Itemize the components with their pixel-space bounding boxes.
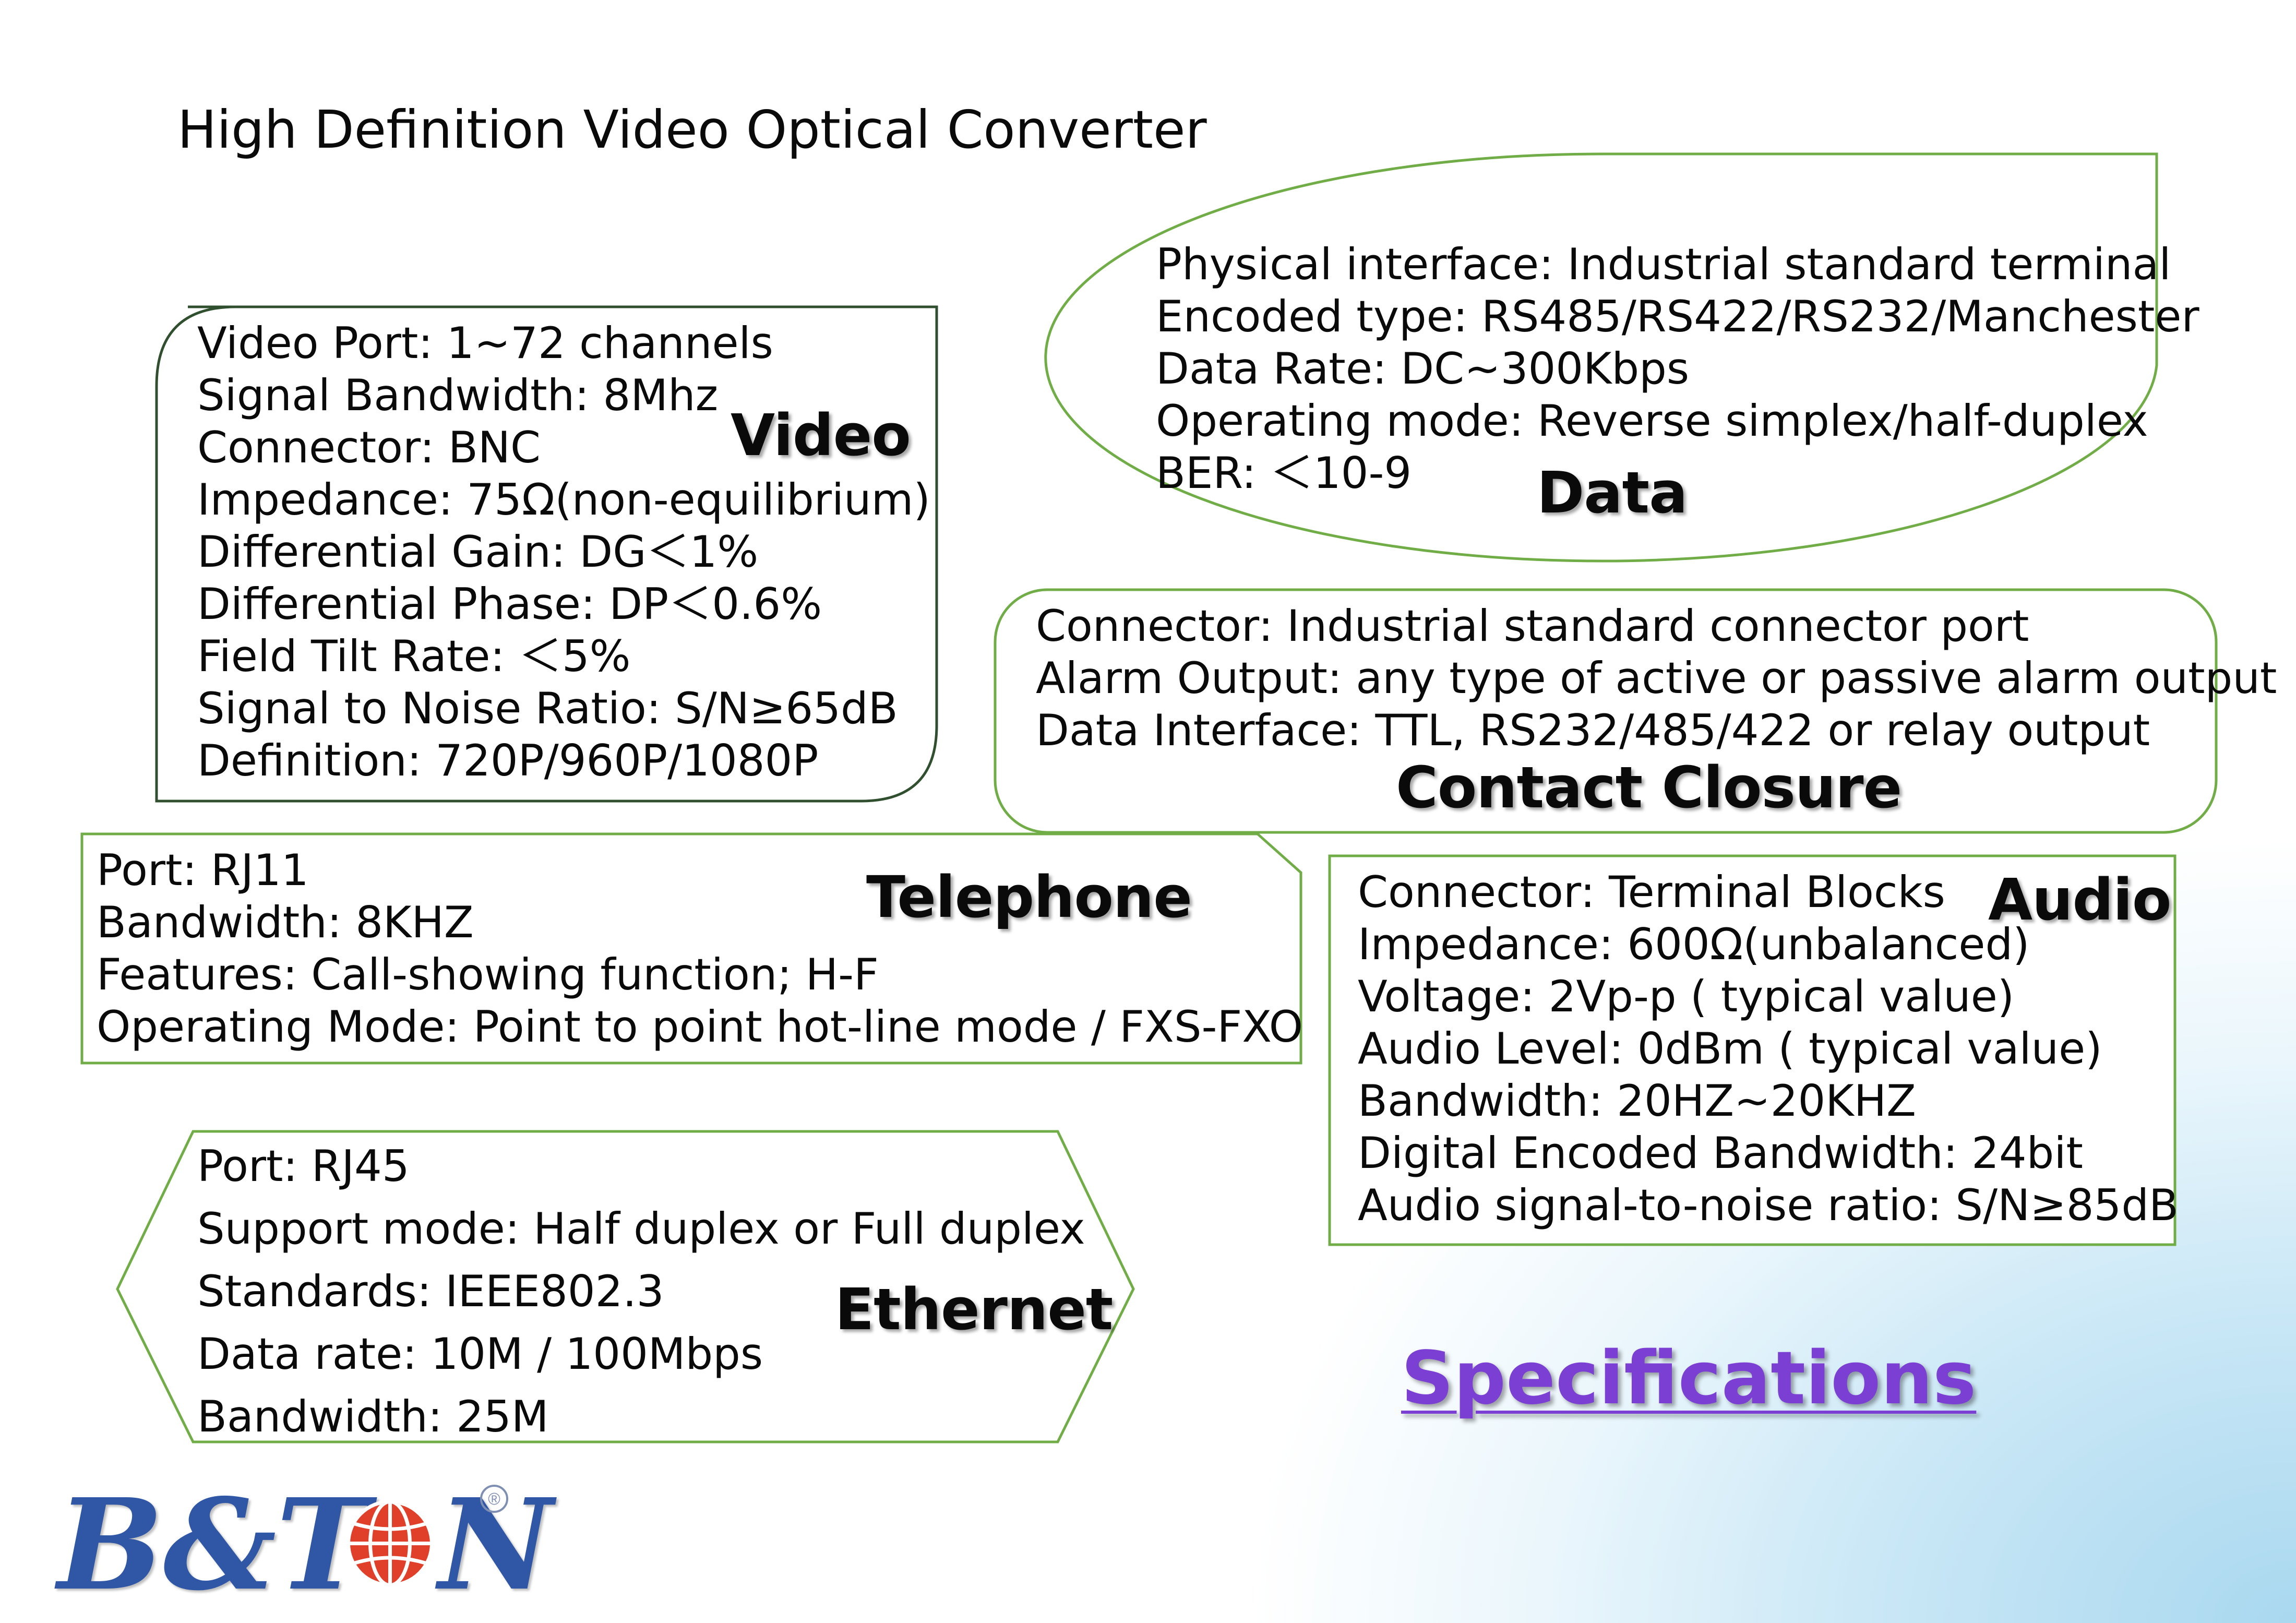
ethernet-spec-line: Standards: IEEE802.3 bbox=[197, 1266, 664, 1317]
telephone-box bbox=[80, 832, 1302, 1065]
ethernet-spec-line: Port: RJ45 bbox=[197, 1141, 410, 1191]
audio-spec-line: Connector: Terminal Blocks bbox=[1358, 867, 1945, 917]
audio-spec-line: Impedance: 600Ω(unbalanced) bbox=[1358, 919, 2030, 970]
audio-spec-line: Digital Encoded Bandwidth: 24bit bbox=[1358, 1128, 2083, 1178]
audio-heading: Audio bbox=[1988, 866, 2171, 933]
video-spec-line: Signal to Noise Ratio: S/N≥65dB bbox=[197, 683, 898, 734]
video-spec-line: Definition: 720P/960P/1080P bbox=[197, 735, 819, 786]
data-spec-line: Physical interface: Industrial standard … bbox=[1156, 239, 2171, 290]
ethernet-spec-line: Data rate: 10M / 100Mbps bbox=[197, 1329, 763, 1379]
video-spec-line: Video Port: 1~72 channels bbox=[197, 318, 773, 368]
data-heading: Data bbox=[1537, 459, 1688, 526]
logo-text-left: B&T bbox=[57, 1471, 370, 1618]
audio-spec-line: Bandwidth: 20HZ~20KHZ bbox=[1358, 1076, 1916, 1126]
ethernet-hexagon bbox=[116, 1130, 1135, 1443]
page-title: High Definition Video Optical Converter bbox=[177, 99, 1207, 160]
contact-spec-line: Alarm Output: any type of active or pass… bbox=[1036, 653, 2277, 703]
data-spec-line: BER: ＜10-9 bbox=[1156, 448, 1412, 498]
contact-spec-line: Data Interface: TTL, RS232/485/422 or re… bbox=[1036, 705, 2150, 756]
telephone-heading: Telephone bbox=[866, 864, 1192, 930]
video-heading: Video bbox=[731, 402, 911, 469]
data-spec-line: Data Rate: DC~300Kbps bbox=[1156, 343, 1690, 394]
contact-box bbox=[994, 588, 2218, 834]
data-spec-line: Operating mode: Reverse simplex/half-dup… bbox=[1156, 396, 2148, 446]
audio-box bbox=[1328, 854, 2177, 1246]
video-box bbox=[155, 305, 938, 803]
ethernet-spec-list: Port: RJ45 Support mode: Half duplex or … bbox=[197, 1135, 1085, 1448]
data-ellipse bbox=[1044, 152, 2158, 563]
ethernet-heading: Ethernet bbox=[835, 1276, 1113, 1343]
data-spec-line: Encoded type: RS485/RS422/RS232/Manchest… bbox=[1156, 291, 2199, 342]
globe-icon bbox=[346, 1500, 434, 1587]
video-spec-line: Differential Phase: DP＜0.6% bbox=[197, 579, 822, 629]
telephone-spec-list: Port: RJ11 Bandwidth: 8KHZ Features: Cal… bbox=[97, 844, 1303, 1053]
audio-spec-list: Connector: Terminal Blocks Impedance: 60… bbox=[1358, 866, 2179, 1232]
ethernet-spec-line: Bandwidth: 25M bbox=[197, 1391, 549, 1442]
video-spec-list: Video Port: 1~72 channels Signal Bandwid… bbox=[197, 317, 930, 787]
telephone-spec-line: Bandwidth: 8KHZ bbox=[97, 897, 474, 948]
video-spec-line: Connector: BNC bbox=[197, 422, 541, 473]
ethernet-spec-line: Support mode: Half duplex or Full duplex bbox=[197, 1203, 1085, 1254]
video-spec-line: Signal Bandwidth: 8Mhz bbox=[197, 370, 719, 421]
telephone-spec-line: Port: RJ11 bbox=[97, 845, 309, 896]
video-spec-line: Field Tilt Rate: ＜5% bbox=[197, 631, 631, 682]
audio-spec-line: Audio signal-to-noise ratio: S/N≥85dB bbox=[1358, 1180, 2179, 1231]
contact-spec-list: Connector: Industrial standard connector… bbox=[1036, 600, 2277, 757]
specifications-heading: Specifications bbox=[1401, 1336, 1977, 1421]
data-spec-list: Physical interface: Industrial standard … bbox=[1156, 238, 2199, 499]
video-spec-line: Impedance: 75Ω(non-equilibrium) bbox=[197, 474, 930, 525]
registered-mark: ® bbox=[480, 1485, 508, 1513]
contact-spec-line: Connector: Industrial standard connector… bbox=[1036, 601, 2029, 651]
audio-spec-line: Audio Level: 0dBm ( typical value) bbox=[1358, 1023, 2102, 1074]
telephone-spec-line: Features: Call-showing function; H-F bbox=[97, 949, 879, 1000]
telephone-spec-line: Operating Mode: Point to point hot-line … bbox=[97, 1001, 1304, 1052]
contact-closure-heading: Contact Closure bbox=[1396, 754, 1902, 821]
audio-spec-line: Voltage: 2Vp-p ( typical value) bbox=[1358, 971, 2015, 1022]
video-spec-line: Differential Gain: DG＜1% bbox=[197, 527, 759, 577]
